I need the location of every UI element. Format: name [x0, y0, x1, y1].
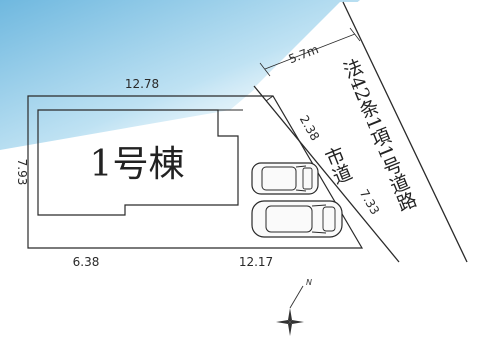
parked-car-upper — [251, 162, 319, 195]
road-edge-outer — [342, 1, 468, 263]
road-band — [254, 2, 492, 270]
road-edge-inner — [253, 85, 400, 263]
dim-top: 12.78 — [125, 77, 159, 91]
sky-background — [0, 0, 360, 150]
building-label: 1号棟 — [90, 144, 185, 185]
parked-car-lower — [251, 200, 343, 238]
building-footprint — [37, 109, 239, 216]
north-arrow — [276, 285, 304, 336]
road-width-dim-tick-b — [349, 27, 361, 42]
lot-setback-line — [265, 95, 274, 102]
road-width-dim-tick-a — [259, 62, 271, 77]
north-label: N — [306, 278, 312, 287]
dim-left: 7.93 — [15, 159, 29, 186]
lot-boundary — [27, 95, 364, 249]
dim-bottom-right: 12.17 — [239, 255, 273, 269]
dim-bottom-left: 6.38 — [73, 255, 100, 269]
road-width-dim-line — [264, 33, 356, 70]
